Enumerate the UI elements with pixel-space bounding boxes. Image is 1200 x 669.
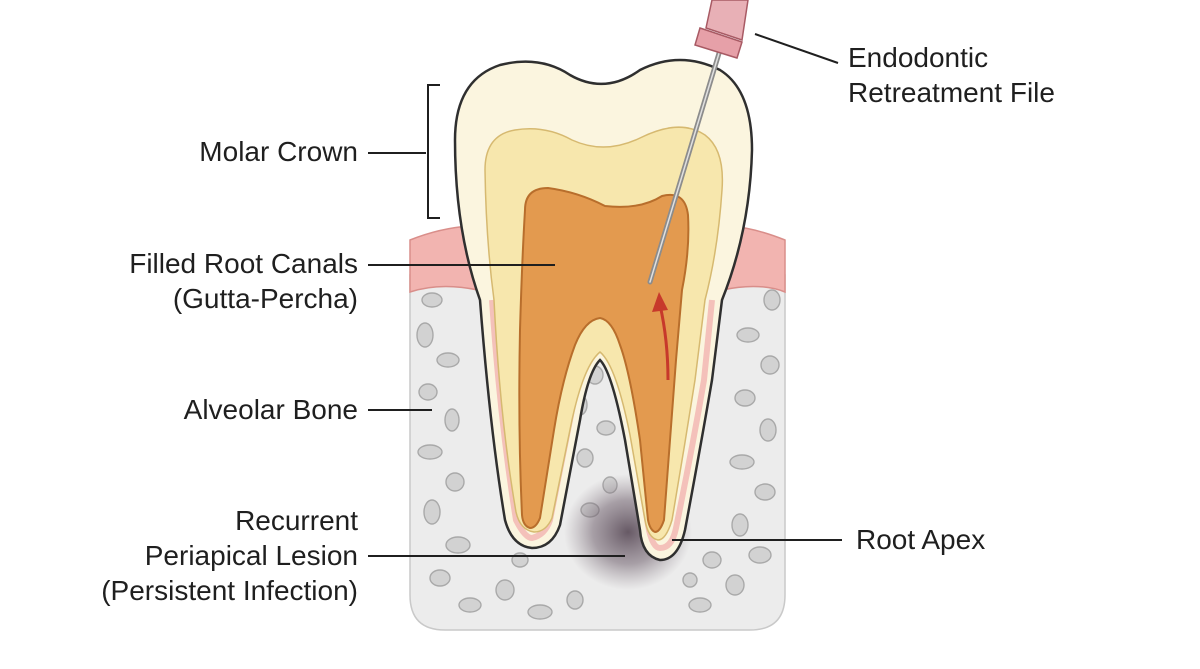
- label-root-apex: Root Apex: [856, 524, 986, 555]
- label-alveolar-bone: Alveolar Bone: [183, 394, 358, 425]
- retreatment-direction-arrow: [652, 292, 670, 381]
- filled-root-canals: [518, 186, 690, 534]
- label-endodontic-file: Endodontic Retreatment File: [848, 42, 1055, 108]
- endodontic-file: [647, 0, 749, 285]
- leader-file: [754, 33, 839, 64]
- bone-trabeculae-pattern: [416, 289, 781, 620]
- file-stopper: [694, 27, 743, 59]
- crown-bracket: [427, 84, 440, 219]
- label-molar-crown: Molar Crown: [199, 136, 358, 167]
- label-filled-root-canals: Filled Root Canals (Gutta-Percha): [129, 248, 358, 314]
- label-periapical-lesion: Recurrent Periapical Lesion (Persistent …: [101, 505, 358, 606]
- file-handle: [705, 0, 749, 41]
